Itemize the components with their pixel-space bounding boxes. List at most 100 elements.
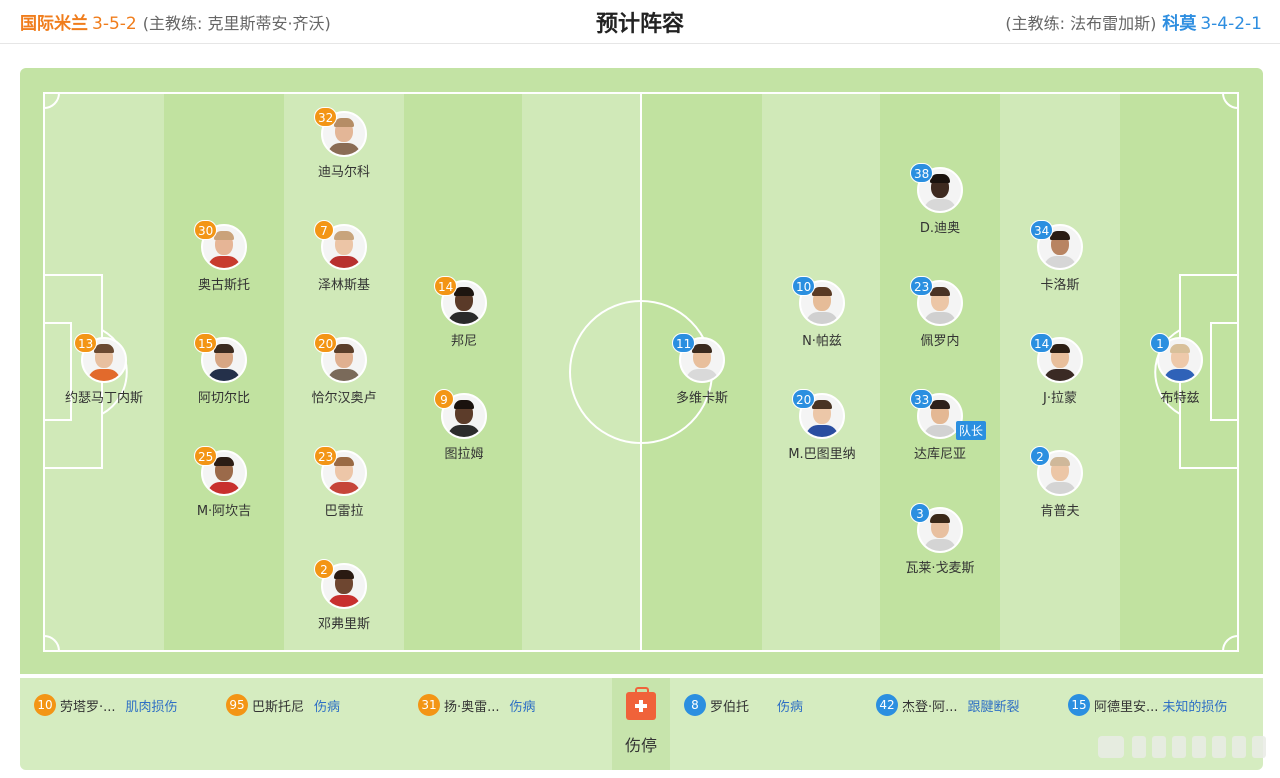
player-name: 肯普夫 <box>1040 504 1080 519</box>
injury-reason: 跟腱断裂 <box>967 699 1020 715</box>
player-home-rwb[interactable]: 2 邓弗里斯 <box>284 559 404 632</box>
player-name: M.巴图里纳 <box>788 447 856 462</box>
injury-player-name: 阿德里安... <box>1094 699 1159 715</box>
player-name: 邓弗里斯 <box>317 617 370 632</box>
home-formation: 3-5-2 <box>92 14 137 34</box>
player-name: 邦尼 <box>450 334 477 349</box>
page-title: 预计阵容 <box>595 12 684 37</box>
player-name: J·拉蒙 <box>1043 391 1077 406</box>
player-name: 迪马尔科 <box>317 165 370 180</box>
injury-number: 31 <box>418 694 440 716</box>
player-photo <box>321 563 367 609</box>
player-name: 奥古斯托 <box>197 278 250 293</box>
player-away-cm-2[interactable]: 33 达库尼亚 队长 <box>880 389 1000 462</box>
player-away-cb-2[interactable]: 14 J·拉蒙 <box>1000 333 1120 406</box>
player-away-lm[interactable]: 38 D.迪奥 <box>880 163 1000 236</box>
player-away-st[interactable]: 11 多维卡斯 <box>642 333 762 406</box>
shirt-number: 23 <box>910 276 934 296</box>
player-name: 泽林斯基 <box>317 278 370 293</box>
shirt-number: 20 <box>314 333 338 353</box>
watermark-graphic <box>1098 736 1266 758</box>
player-name: N·帕兹 <box>802 334 842 349</box>
player-name: 达库尼亚 <box>913 447 966 462</box>
injury-section: 伤停 <box>612 678 670 770</box>
shirt-number: 23 <box>314 446 338 466</box>
injury-number: 15 <box>1068 694 1090 716</box>
player-name: 布特兹 <box>1160 391 1200 406</box>
injury-reason: 肌肉损伤 <box>125 699 178 715</box>
shirt-number: 10 <box>792 276 816 296</box>
away-coach: (主教练: 法布雷加斯) <box>1005 14 1157 33</box>
player-photo <box>917 167 963 213</box>
player-name: 巴雷拉 <box>324 504 364 519</box>
player-name: 多维卡斯 <box>675 391 728 406</box>
player-photo <box>679 337 725 383</box>
player-name: 佩罗内 <box>920 334 960 349</box>
injury-player-name: 巴斯托尼 <box>252 699 305 715</box>
player-home-st-1[interactable]: 14 邦尼 <box>404 276 524 349</box>
player-name: 恰尔汉奥卢 <box>311 391 377 406</box>
shirt-number: 14 <box>434 276 458 296</box>
player-away-am-2[interactable]: 20 M.巴图里纳 <box>762 389 882 462</box>
player-home-gk[interactable]: 13 约瑟马丁内斯 <box>44 333 164 406</box>
player-home-st-2[interactable]: 9 图拉姆 <box>404 389 524 462</box>
injury-player-name: 扬·奥雷... <box>444 699 500 715</box>
home-team-name[interactable]: 国际米兰 <box>20 14 88 34</box>
player-photo <box>799 393 845 439</box>
player-name: 图拉姆 <box>444 447 484 462</box>
injury-player-name: 罗伯托 <box>710 699 750 715</box>
injury-number: 8 <box>684 694 706 716</box>
shirt-number: 25 <box>194 446 218 466</box>
injury-reason: 未知的损伤 <box>1162 699 1228 715</box>
injury-player-name: 杰登·阿... <box>902 699 958 715</box>
pitch-markings <box>43 92 1239 652</box>
away-formation: 3-4-2-1 <box>1200 14 1262 34</box>
player-name: 卡洛斯 <box>1040 278 1080 293</box>
injury-reason: 伤病 <box>314 699 341 715</box>
player-name: 约瑟马丁内斯 <box>64 391 143 406</box>
player-photo <box>201 450 247 496</box>
injury-number: 42 <box>876 694 898 716</box>
injury-reason: 伤病 <box>777 699 804 715</box>
shirt-number: 30 <box>194 220 218 240</box>
player-away-cb-3[interactable]: 2 肯普夫 <box>1000 446 1120 519</box>
player-away-cm-1[interactable]: 23 佩罗内 <box>880 276 1000 349</box>
captain-badge: 队长 <box>956 421 987 440</box>
player-photo <box>917 507 963 553</box>
player-home-cb-right[interactable]: 25 M·阿坎吉 <box>164 446 284 519</box>
injury-label: 伤停 <box>624 736 657 755</box>
shirt-number: 13 <box>74 333 98 353</box>
shirt-number: 9 <box>434 389 454 409</box>
injury-player-name: 劳塔罗·... <box>60 699 116 715</box>
player-home-cm-3[interactable]: 23 巴雷拉 <box>284 446 404 519</box>
player-away-rm[interactable]: 3 瓦莱·戈麦斯 <box>880 503 1000 576</box>
player-away-gk[interactable]: 1 布特兹 <box>1120 333 1240 406</box>
injury-reason: 伤病 <box>509 699 536 715</box>
shirt-number: 34 <box>1030 220 1054 240</box>
shirt-number: 33 <box>910 389 934 409</box>
pitch: 13 约瑟马丁内斯 30 奥古斯托 15 阿切尔比 25 M·阿坎吉 32 迪马… <box>20 68 1263 674</box>
player-home-cm-2[interactable]: 20 恰尔汉奥卢 <box>284 333 404 406</box>
player-home-cm-1[interactable]: 7 泽林斯基 <box>284 220 404 293</box>
player-away-cb-1[interactable]: 34 卡洛斯 <box>1000 220 1120 293</box>
player-name: D.迪奥 <box>919 221 961 236</box>
away-team-name[interactable]: 科莫 <box>1162 14 1197 34</box>
player-home-cb-center[interactable]: 15 阿切尔比 <box>164 333 284 406</box>
injury-number: 95 <box>226 694 248 716</box>
player-home-cb-left[interactable]: 30 奥古斯托 <box>164 220 284 293</box>
shirt-number: 7 <box>314 220 334 240</box>
medical-kit-icon <box>626 687 656 720</box>
player-away-am-1[interactable]: 10 N·帕兹 <box>762 276 882 349</box>
player-home-lwb[interactable]: 32 迪马尔科 <box>284 107 404 180</box>
shirt-number: 15 <box>194 333 218 353</box>
